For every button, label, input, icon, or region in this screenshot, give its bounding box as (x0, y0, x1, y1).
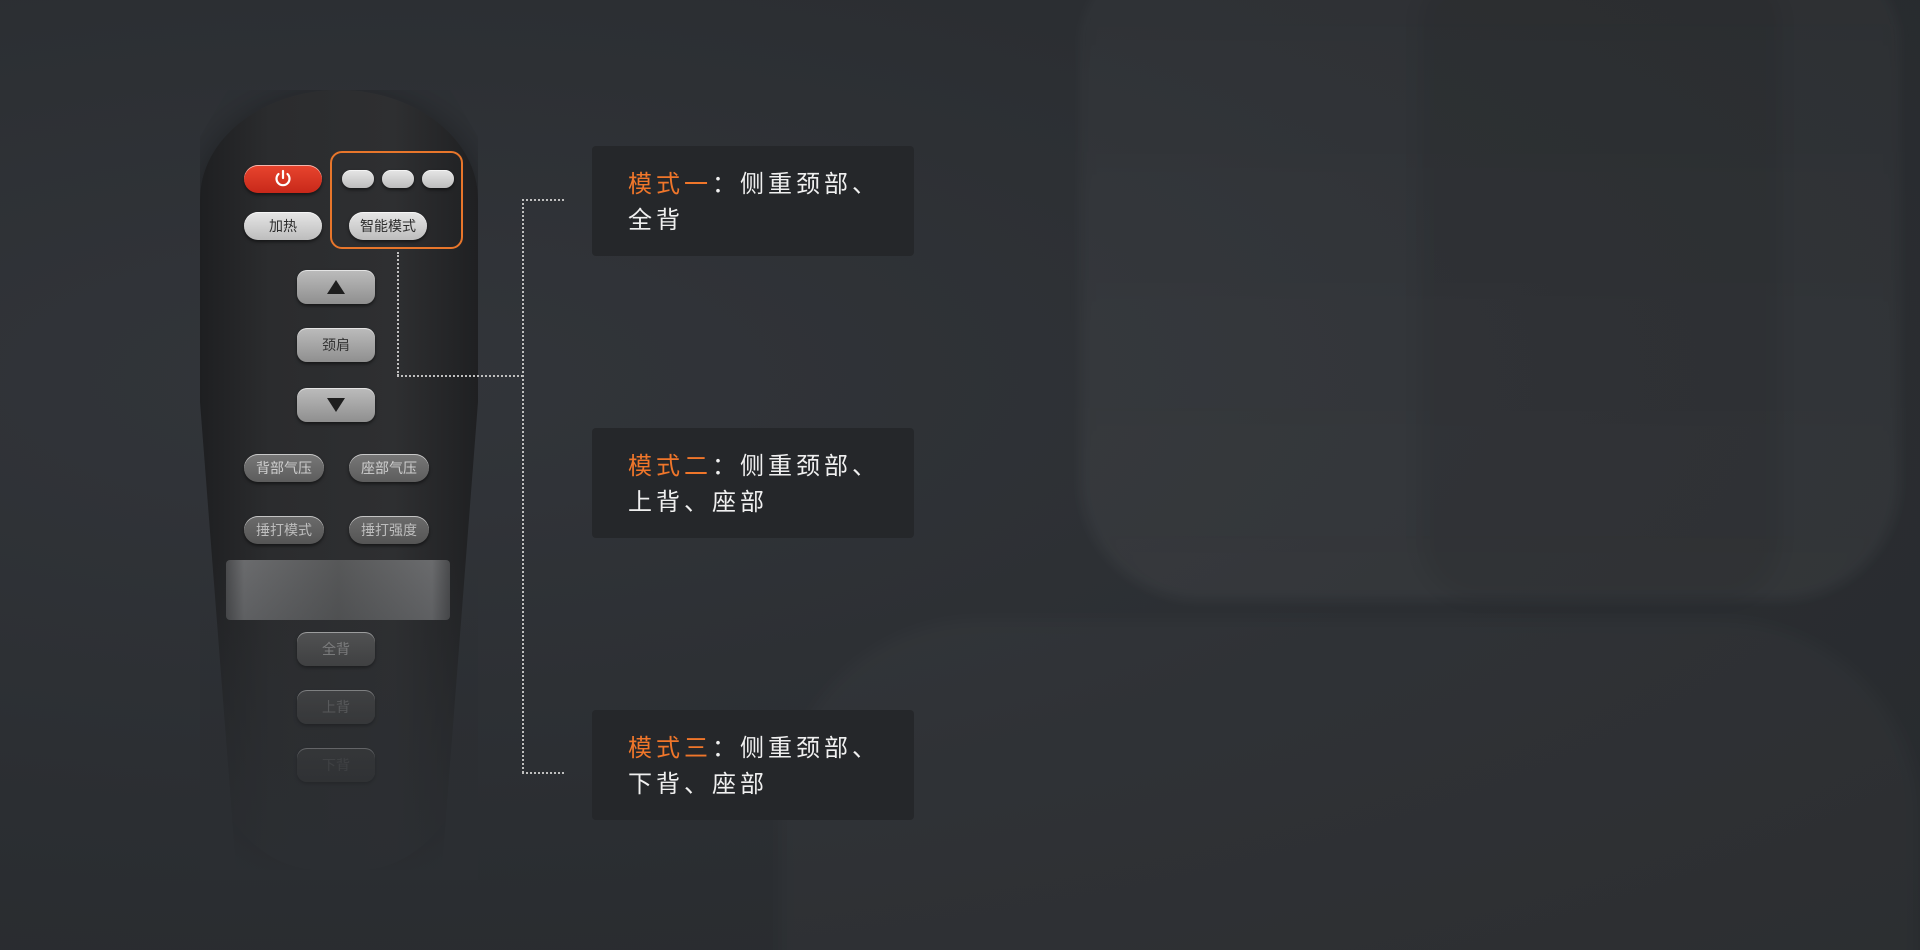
smart-mode-button[interactable]: 智能模式 (349, 212, 427, 240)
mode-title: 模式三 (628, 734, 712, 762)
mode-description: 侧重颈部、全背 (628, 170, 880, 234)
background-chair-seat (780, 620, 1920, 950)
heat-button[interactable]: 加热 (244, 212, 322, 240)
down-button[interactable] (297, 388, 375, 422)
seat-air-pressure-button[interactable]: 座部气压 (349, 454, 429, 482)
mode-title: 模式一 (628, 170, 712, 198)
triangle-down-icon (327, 398, 345, 412)
connector-to-mode-1 (522, 199, 564, 201)
power-icon (275, 169, 291, 187)
connector-from-smart-mode (397, 252, 399, 376)
remote-metal-band (226, 560, 450, 620)
upper-back-button[interactable]: 上背 (297, 690, 375, 724)
mode-title: 模式二 (628, 452, 712, 480)
mode-card-3: 模式三：侧重颈部、下背、座部 (592, 710, 914, 820)
tap-strength-button[interactable]: 捶打强度 (349, 516, 429, 544)
mode-indicator-2[interactable] (382, 170, 414, 188)
mode-description: 侧重颈部、下背、座部 (628, 734, 880, 798)
mode-indicator-1[interactable] (342, 170, 374, 188)
power-button[interactable] (244, 165, 322, 193)
smart-mode-highlight (330, 151, 463, 249)
connector-to-mode-3 (522, 772, 564, 774)
mode-separator: ： (712, 452, 740, 480)
connector-horizontal-main (397, 375, 523, 377)
back-air-pressure-button[interactable]: 背部气压 (244, 454, 324, 482)
mode-separator: ： (712, 734, 740, 762)
up-button[interactable] (297, 270, 375, 304)
mode-card-1: 模式一：侧重颈部、全背 (592, 146, 914, 256)
neck-shoulder-button[interactable]: 颈肩 (297, 328, 375, 362)
full-back-button[interactable]: 全背 (297, 632, 375, 666)
connector-vertical-main (522, 199, 524, 773)
mode-card-2: 模式二：侧重颈部、上背、座部 (592, 428, 914, 538)
background-chair-back (1420, 0, 1780, 600)
triangle-up-icon (327, 280, 345, 294)
mode-indicator-3[interactable] (422, 170, 454, 188)
background-chair (1080, 0, 1900, 600)
lower-back-button[interactable]: 下背 (297, 748, 375, 782)
tap-mode-button[interactable]: 捶打模式 (244, 516, 324, 544)
mode-separator: ： (712, 170, 740, 198)
mode-description: 侧重颈部、上背、座部 (628, 452, 880, 516)
